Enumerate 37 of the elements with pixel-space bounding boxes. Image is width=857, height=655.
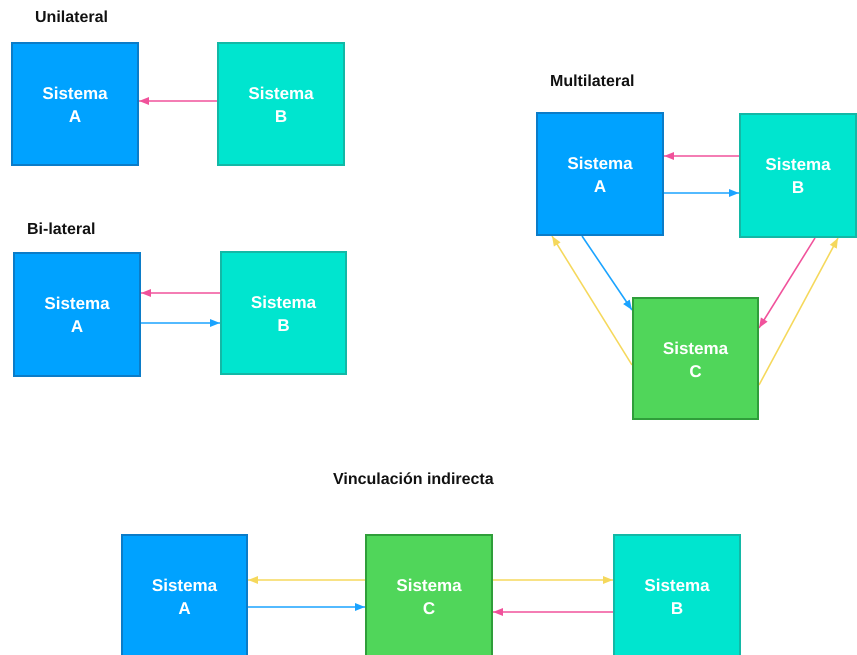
box-label: Sistema A (150, 575, 218, 620)
section-title: Multilateral (550, 73, 634, 91)
arrow (493, 608, 613, 616)
arrow (141, 319, 220, 327)
system-box (121, 534, 248, 655)
box-label: Sistema A (41, 83, 109, 128)
system-box (365, 534, 493, 655)
arrow (551, 236, 633, 366)
section-title: Unilateral (35, 9, 108, 27)
system-box (11, 42, 139, 166)
system-box (220, 251, 347, 375)
system-box (536, 112, 664, 236)
arrow (758, 238, 816, 328)
box-label: Sistema B (643, 575, 711, 620)
box-label: Sistema B (764, 154, 832, 199)
arrow (139, 97, 217, 105)
system-box (632, 297, 759, 420)
box-label: Sistema A (43, 293, 111, 338)
box-label: Sistema C (395, 575, 463, 620)
box-label: Sistema A (566, 153, 634, 198)
arrow (141, 289, 220, 297)
arrow (758, 238, 839, 386)
system-box (613, 534, 741, 655)
system-box (217, 42, 345, 166)
arrow (248, 576, 365, 584)
section-title: Vinculación indirecta (333, 471, 494, 489)
arrow (248, 603, 365, 611)
section-title: Bi-lateral (27, 221, 96, 239)
box-label: Sistema B (250, 292, 318, 337)
system-box (739, 113, 857, 238)
system-box (13, 252, 141, 377)
arrow (664, 152, 739, 160)
arrow (581, 236, 633, 310)
box-label: Sistema C (662, 338, 730, 383)
arrow (664, 189, 739, 197)
arrow (493, 576, 613, 584)
box-label: Sistema B (247, 83, 315, 128)
